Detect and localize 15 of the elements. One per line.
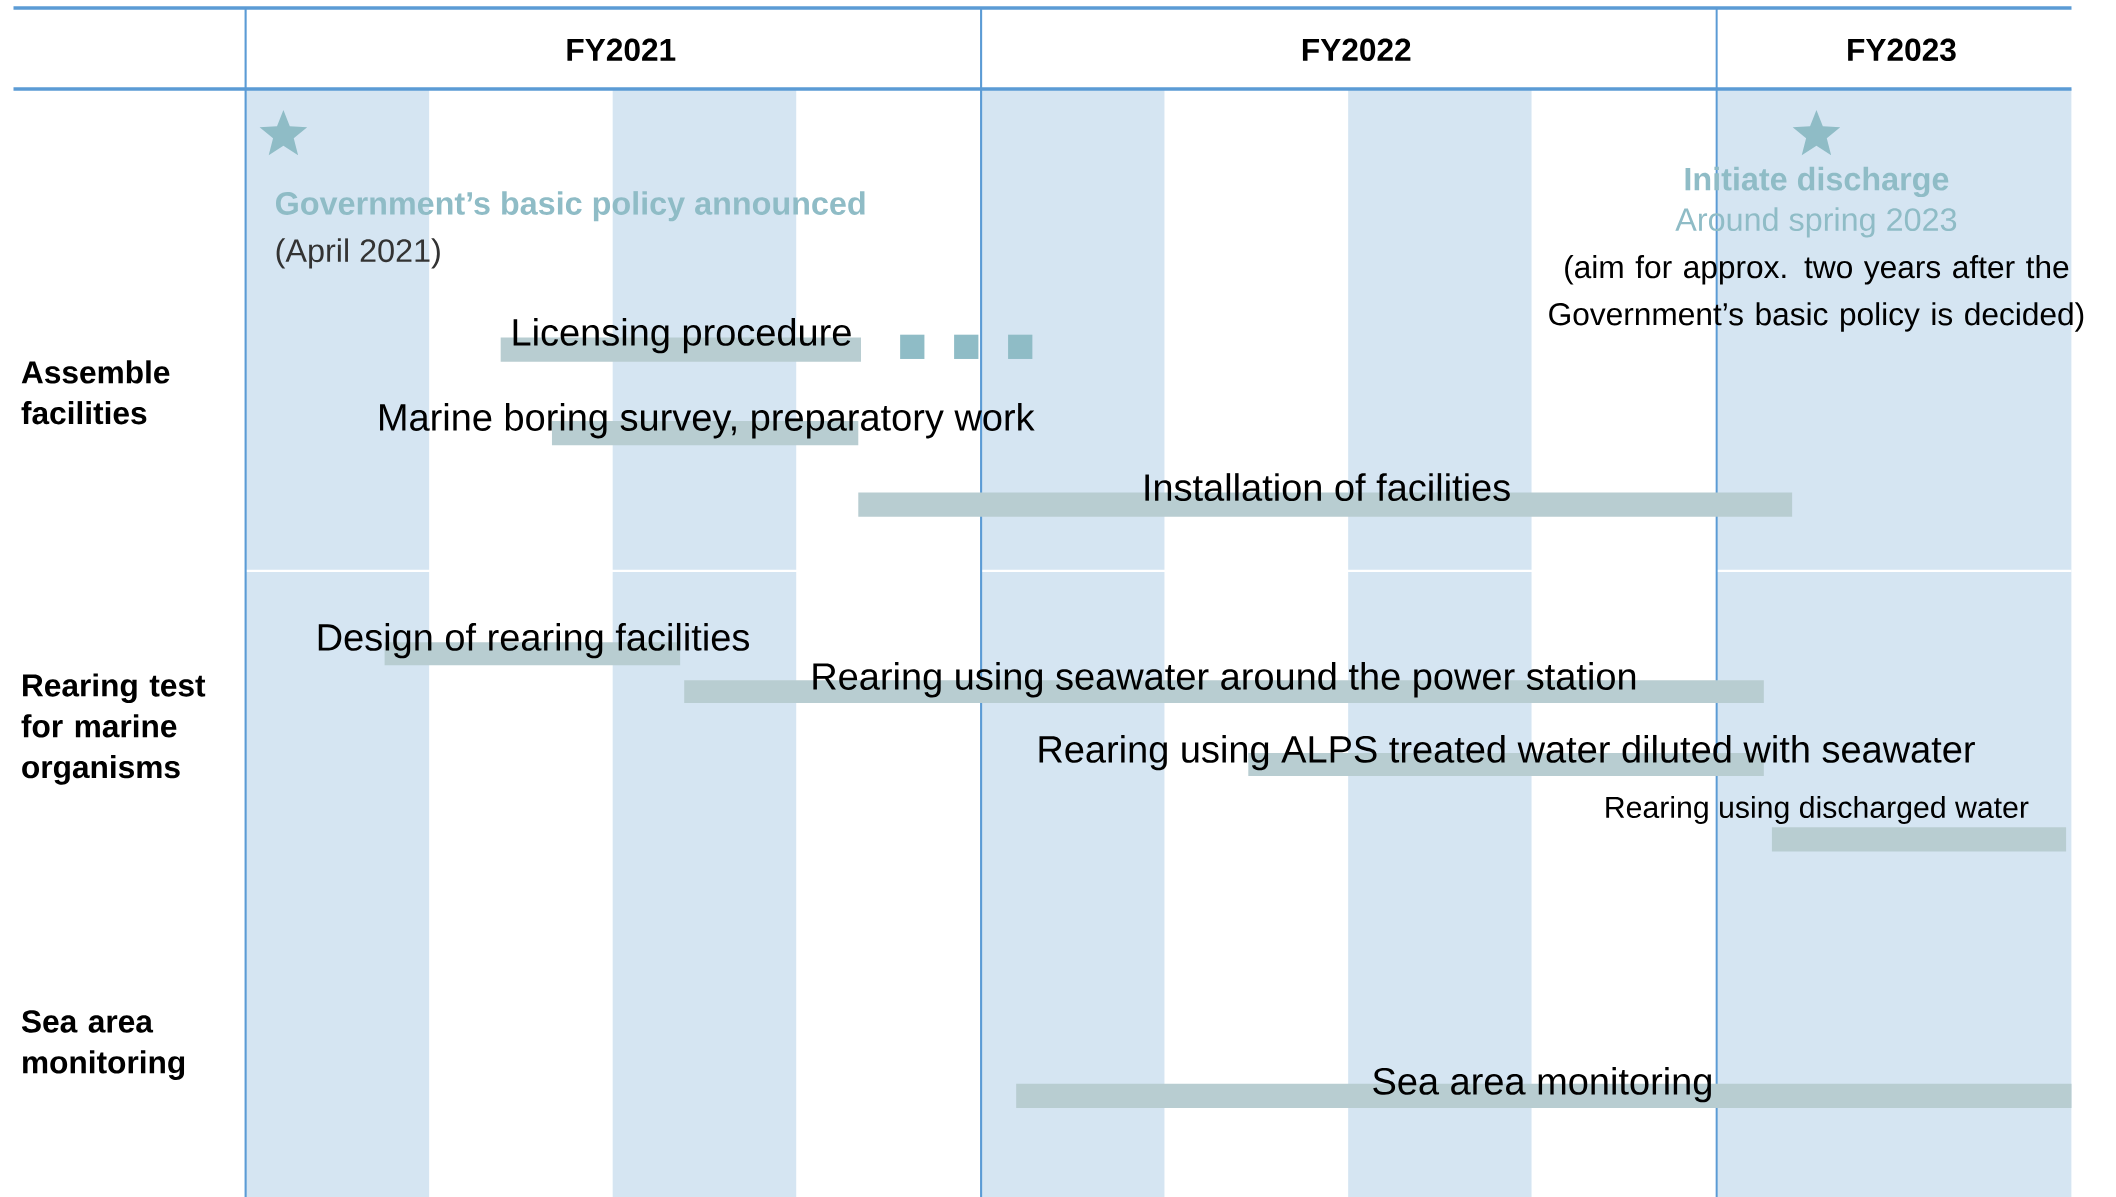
task-bar: Rearing using ALPS treated water diluted with seawater — [1039, 734, 1975, 776]
milestone-text: Government’s basic policy announced — [276, 191, 865, 222]
year-header: FY2023 — [1848, 38, 1956, 62]
year-header: FY2021 — [567, 38, 676, 62]
task-bar: Licensing procedure — [500, 317, 1033, 362]
task-bar: Marine boring survey, preparatory work — [380, 403, 1035, 446]
row-label: Assemble facilities — [21, 360, 170, 425]
task-bar: Sea area monitoring — [1016, 1066, 2072, 1108]
row-label: Rearing test for marine organisms — [21, 673, 206, 785]
milestone-text: (April 2021) — [276, 238, 440, 269]
task-bar: Rearing using discharged water — [1606, 795, 2067, 852]
year-header: FY2022 — [1302, 38, 1411, 62]
task-bar: Installation of facilities — [858, 473, 1793, 517]
node-label: Rearing using discharged water — [1606, 795, 2029, 825]
row-label: Sea area monitoring — [21, 1010, 185, 1080]
